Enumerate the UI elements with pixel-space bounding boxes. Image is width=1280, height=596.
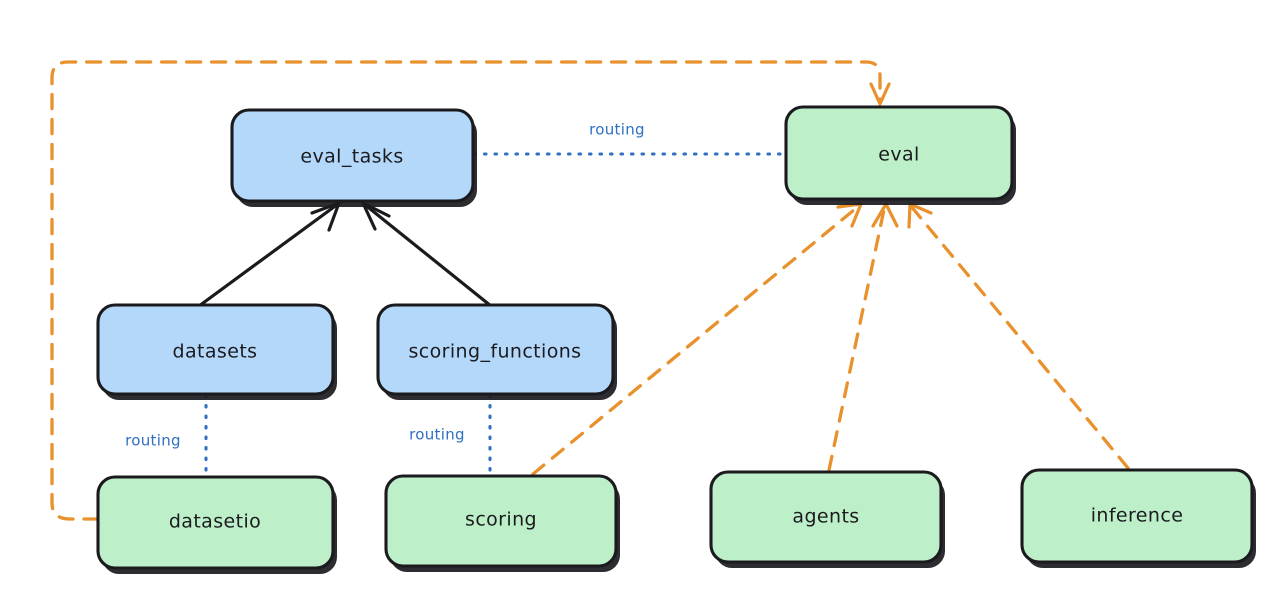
node-datasetio-body <box>96 475 335 570</box>
node-eval-label: eval <box>878 144 919 166</box>
node-eval-tasks-label: eval_tasks <box>300 146 403 168</box>
edge-label-routing-eval: routing <box>589 121 645 139</box>
edge-agents-to-eval <box>827 202 899 472</box>
node-agents[interactable]: agents <box>709 470 945 568</box>
node-datasetio-label: datasetio <box>169 511 261 533</box>
node-eval-tasks[interactable]: eval_tasks <box>230 108 477 207</box>
edge-datasets-to-eval-tasks <box>197 201 341 308</box>
node-scoring-body <box>384 474 618 568</box>
edge-label-routing-datasetio: routing <box>125 432 181 450</box>
node-scoring-label: scoring <box>465 509 537 531</box>
node-datasets[interactable]: datasets <box>96 303 337 400</box>
node-eval-tasks-body <box>230 108 475 203</box>
edge-label-routing-scoring: routing <box>409 426 465 444</box>
node-datasetio[interactable]: datasetio <box>96 475 337 574</box>
node-datasets-label: datasets <box>173 341 258 363</box>
node-eval-body <box>784 105 1014 201</box>
node-scoring[interactable]: scoring <box>384 474 620 572</box>
node-inference-body <box>1020 468 1254 564</box>
node-agents-body <box>709 470 943 564</box>
node-scoring-functions-body <box>376 303 615 396</box>
node-inference[interactable]: inference <box>1020 468 1256 568</box>
edge-scoring-functions-to-eval-tasks <box>361 201 493 308</box>
node-eval[interactable]: eval <box>784 105 1016 205</box>
node-scoring-functions[interactable]: scoring_functions <box>376 303 617 400</box>
node-scoring-functions-label: scoring_functions <box>409 341 582 363</box>
edge-datasetio-to-eval <box>50 60 891 521</box>
edge-inference-to-eval <box>907 202 1130 470</box>
node-agents-label: agents <box>792 506 859 528</box>
node-datasets-body <box>96 303 335 396</box>
node-inference-label: inference <box>1091 505 1184 527</box>
